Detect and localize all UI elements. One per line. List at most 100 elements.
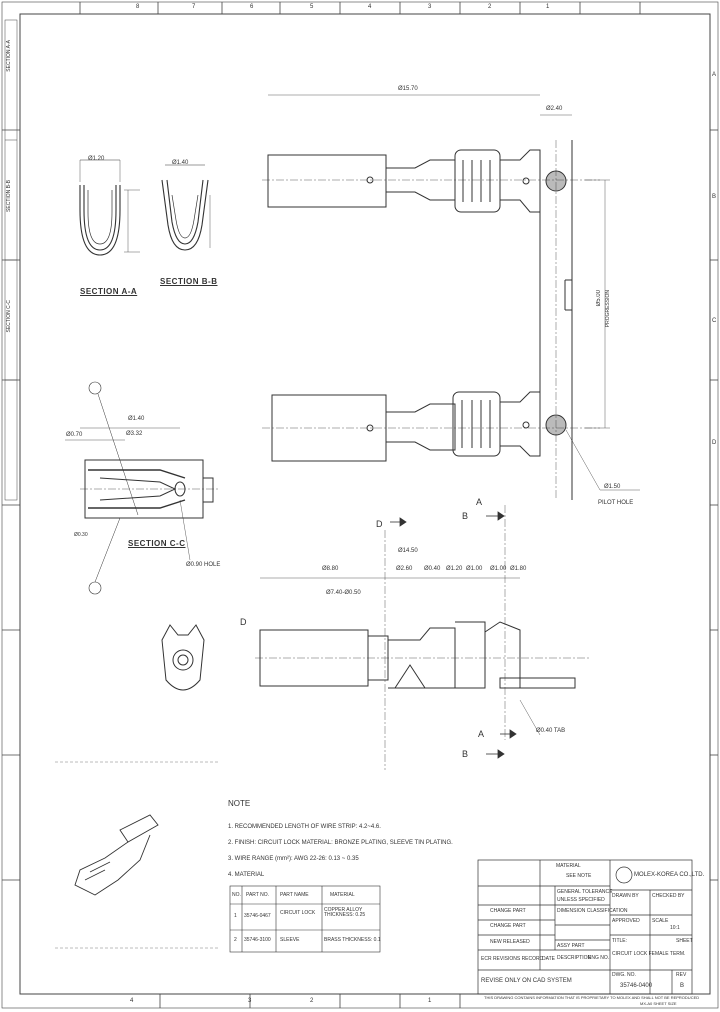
tb-eng-no: ENG NO.: [588, 955, 610, 961]
zone-right-b: B: [712, 194, 717, 200]
section-cc-drawing: [65, 381, 220, 595]
tb-material-val: SEE NOTE: [566, 873, 592, 879]
tb-footer-2: MX-A0 SHEET SIZE: [640, 1001, 677, 1006]
end-view-drawing: [161, 624, 205, 691]
zone-top-4: 5: [310, 4, 314, 10]
side-marker-d-top: D: [376, 519, 383, 529]
table-r1-no: 1: [234, 913, 237, 919]
side-marker-a-top: A: [476, 497, 483, 507]
zone-bottom-3: 2: [310, 998, 314, 1004]
section-bb-drawing: [161, 164, 211, 251]
zone-top-8: 1: [546, 4, 550, 10]
left-strip-1: SECTION A-A: [6, 40, 12, 72]
zone-bottom-2: 3: [248, 998, 252, 1004]
left-strip-3: SECTION C-C: [6, 300, 12, 333]
side-marker-b-top: B: [462, 511, 469, 521]
tb-assy-part: ASSY PART: [557, 943, 585, 949]
section-cc-title: SECTION C-C: [128, 539, 186, 548]
table-r2-partname: SLEEVE: [280, 937, 300, 943]
zone-bottom-4: 1: [428, 998, 432, 1004]
table-r1-material: COPPER ALLOY THICKNESS: 0.25: [324, 907, 366, 918]
tb-rev-row-3: NEW RELEASED: [490, 939, 530, 945]
zone-right-d: D: [712, 440, 717, 446]
section-markers: [390, 511, 517, 759]
tb-tol-note: UNLESS SPECIFIED: [557, 897, 605, 903]
side-label-2: Ø0.40 TAB: [536, 728, 566, 734]
table-header-material: MATERIAL: [330, 892, 355, 898]
cc-dim-b: Ø1.40: [128, 416, 145, 422]
overall-dim: Ø15.70: [398, 86, 418, 92]
notes-title: NOTE: [228, 799, 251, 808]
zone-top-1: 8: [136, 4, 140, 10]
zone-bottom-1: 4: [130, 998, 134, 1004]
side-dim-2: Ø0.40: [424, 566, 441, 572]
tb-drawn: DRAWN BY: [612, 893, 639, 899]
tb-sheet-label: SHEET: [676, 938, 693, 944]
zone-top-3: 6: [250, 4, 254, 10]
cc-dim-a: Ø0.70: [66, 432, 83, 438]
tb-date-label: DATE: [542, 956, 555, 962]
tb-revise-note: REVISE ONLY ON CAD SYSTEM: [481, 978, 572, 984]
top-view-drawing: [262, 94, 640, 500]
tb-description: DESCRIPTION: [557, 955, 592, 961]
side-marker-d: D: [240, 617, 247, 627]
side-dim-4: Ø1.00: [466, 566, 483, 572]
table-header-partno: PART NO.: [246, 892, 270, 898]
tb-material-label: MATERIAL: [556, 863, 581, 869]
tb-general-tol: GENERAL TOLERANCE: [557, 889, 613, 895]
tb-title-val: CIRCUIT LOCK FEMALE TERM.: [612, 951, 686, 957]
cc-dim-c: Ø3.32: [126, 431, 143, 437]
table-r2-partno: 35746-3100: [244, 937, 271, 943]
left-strip-2: SECTION B-B: [6, 180, 12, 212]
table-r1-partno: 35746-0467: [244, 913, 271, 919]
pitch-vert-dim: Ø5.00: [596, 290, 602, 307]
zone-right-c: C: [712, 318, 717, 324]
tb-dim-class: DIMENSION CLASSIFICATION: [557, 908, 628, 914]
pilot-label: PILOT HOLE: [598, 500, 634, 506]
zone-top-5: 4: [368, 4, 372, 10]
table-header-no: NO.: [232, 892, 241, 898]
side-dim-5: Ø1.00: [490, 566, 507, 572]
note-line-3: 3. WIRE RANGE (mm²): AWG 22-26: 0.13 ~ 0…: [228, 856, 359, 862]
zone-top-7: 2: [488, 4, 492, 10]
tb-dwg-no-label: DWG. NO.: [612, 972, 636, 978]
zone-top-2: 7: [192, 4, 196, 10]
tb-footer: THIS DRAWING CONTAINS INFORMATION THAT I…: [484, 995, 700, 1000]
side-marker-b-bottom: B: [462, 749, 469, 759]
tb-ecr-label: ECR REVISIONS RECORD: [481, 956, 544, 962]
side-overall: Ø8.80: [322, 566, 339, 572]
title-block: [477, 859, 693, 995]
material-table: [229, 885, 381, 953]
side-dim-3: Ø1.20: [446, 566, 463, 572]
table-r2-material: BRASS THICKNESS: 0.1: [324, 937, 381, 943]
section-bb-title: SECTION B-B: [160, 277, 218, 286]
aa-dim: Ø1.20: [88, 156, 105, 162]
tb-rev-row-2: CHANGE PART: [490, 923, 526, 929]
side-marker-a-bottom: A: [478, 729, 485, 739]
tb-scale-val: 10:1: [670, 925, 680, 931]
cc-dim-d: Ø0.30: [74, 532, 88, 538]
cc-hole-label: Ø0.90 HOLE: [186, 562, 221, 568]
tb-title-label: TITLE:: [612, 938, 628, 944]
note-line-2: 2. FINISH: CIRCUIT LOCK MATERIAL: BRONZE…: [228, 840, 453, 846]
side-ht: Ø14.50: [398, 548, 418, 554]
section-aa-title: SECTION A-A: [80, 287, 138, 296]
tb-rev: B: [680, 983, 685, 989]
zone-right-a: A: [712, 72, 717, 78]
pitch-label: PROGRESSION: [605, 290, 611, 328]
pitch-top-dim: Ø2.40: [546, 106, 563, 112]
table-r2-no: 2: [234, 937, 237, 943]
note-line-4: 4. MATERIAL: [228, 872, 265, 878]
table-header-partname: PART NAME: [280, 892, 309, 898]
side-dim-1: Ø2.60: [396, 566, 413, 572]
tb-rev-label: REV: [676, 972, 687, 978]
tb-scale: SCALE: [652, 918, 669, 924]
side-dim-6: Ø1.80: [510, 566, 527, 572]
table-r1-partname: CIRCUIT LOCK: [280, 910, 316, 916]
isometric-sketch: [74, 814, 159, 896]
side-view-drawing: [255, 505, 590, 770]
tb-approved: APPROVED: [612, 918, 640, 924]
section-aa-drawing: [79, 159, 140, 256]
